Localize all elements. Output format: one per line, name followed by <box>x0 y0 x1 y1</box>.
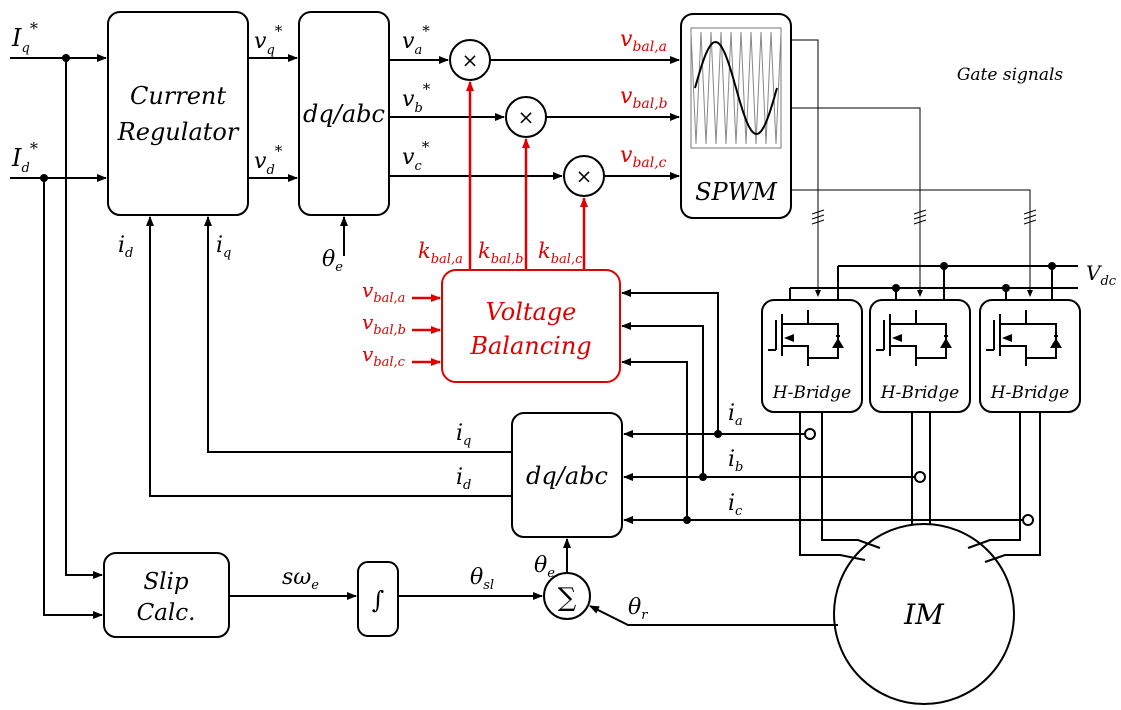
h-bridge-3: H-Bridge <box>979 299 1081 413</box>
signal-labels: Gate signals Vdc Iq* Id* vq* vd* va* vb*… <box>11 19 1117 623</box>
voltage-balancing-block <box>441 269 621 383</box>
current-regulator-label-2: Regulator <box>117 118 240 146</box>
iq-fb-label-top: iq <box>216 233 231 261</box>
theta-e-bottom-label: θe <box>534 553 555 581</box>
ia-label: ia <box>728 401 743 429</box>
s-omega-e-label: sωe <box>282 565 319 593</box>
induction-motor <box>833 523 1015 705</box>
summer-symbol: ∑ <box>558 583 577 613</box>
motor-label: IM <box>903 598 945 631</box>
multiplier-c-symbol: × <box>576 164 593 188</box>
vbal-b-in-label: vbal,b <box>362 310 406 338</box>
gate-signals-label: Gate signals <box>957 65 1064 85</box>
kbal-c-label: kbal,c <box>538 239 583 267</box>
h-bridge-1: H-Bridge <box>761 299 863 413</box>
kbal-a-label: kbal,a <box>418 239 463 267</box>
theta-sl-label: θsl <box>470 565 494 593</box>
h-bridge-2-label: H-Bridge <box>880 383 959 403</box>
multiplier-a-symbol: × <box>462 48 479 72</box>
theta-r-label: θr <box>628 595 648 623</box>
va-ref-label: va* <box>402 22 430 58</box>
vc-ref-label: vc* <box>402 138 430 174</box>
id-fb-label: id <box>456 465 471 493</box>
current-regulator-label-1: Current <box>130 82 226 110</box>
id-ref-label: Id* <box>11 139 38 176</box>
dq-abc-top-label: dq/abc <box>303 100 385 128</box>
voltage-balancing-label-1: Voltage <box>486 298 577 326</box>
h-bridge-2: H-Bridge <box>869 299 971 413</box>
vdc-label: Vdc <box>1086 261 1117 289</box>
current-regulator-block <box>107 11 249 216</box>
vd-ref-label: vd* <box>254 142 283 178</box>
balancing-wires <box>412 81 588 366</box>
vbal-a-out-label: vbal,a <box>620 27 667 55</box>
spwm-label: SPWM <box>695 178 778 206</box>
dq-abc-bottom-block <box>511 412 623 538</box>
h-bridge-1-label: H-Bridge <box>772 383 851 403</box>
vb-ref-label: vb* <box>402 80 431 116</box>
id-fb-label-top: id <box>118 233 133 261</box>
kbal-b-label: kbal,b <box>478 239 523 267</box>
spwm-carrier-wave <box>690 31 782 145</box>
slip-calc-label-2: Calc. <box>137 600 196 626</box>
ic-label: ic <box>728 491 743 519</box>
theta-e-top-label: θe <box>322 247 343 275</box>
spwm-waveform-box <box>690 27 782 149</box>
vbal-b-out-label: vbal,b <box>620 84 668 112</box>
vbal-c-in-label: vbal,c <box>362 342 406 370</box>
integrator-symbol: ∫ <box>372 586 385 614</box>
signal-wires <box>10 39 1078 626</box>
vbal-a-in-label: vbal,a <box>362 278 405 306</box>
dq-abc-bottom-label: dq/abc <box>526 462 608 490</box>
vq-ref-label: vq* <box>254 22 283 58</box>
integrator-block <box>357 561 399 637</box>
ib-label: ib <box>728 447 743 475</box>
dq-abc-top-block <box>298 11 390 216</box>
spwm-sine-wave <box>694 40 778 136</box>
h-bridge-3-label: H-Bridge <box>990 383 1069 403</box>
iq-ref-label: Iq* <box>11 19 38 56</box>
voltage-balancing-label-2: Balancing <box>469 332 591 360</box>
slip-calc-label-1: Slip <box>143 569 188 595</box>
vbal-c-out-label: vbal,c <box>620 143 667 171</box>
iq-fb-label: iq <box>456 421 471 449</box>
multiplier-b-symbol: × <box>518 105 535 129</box>
